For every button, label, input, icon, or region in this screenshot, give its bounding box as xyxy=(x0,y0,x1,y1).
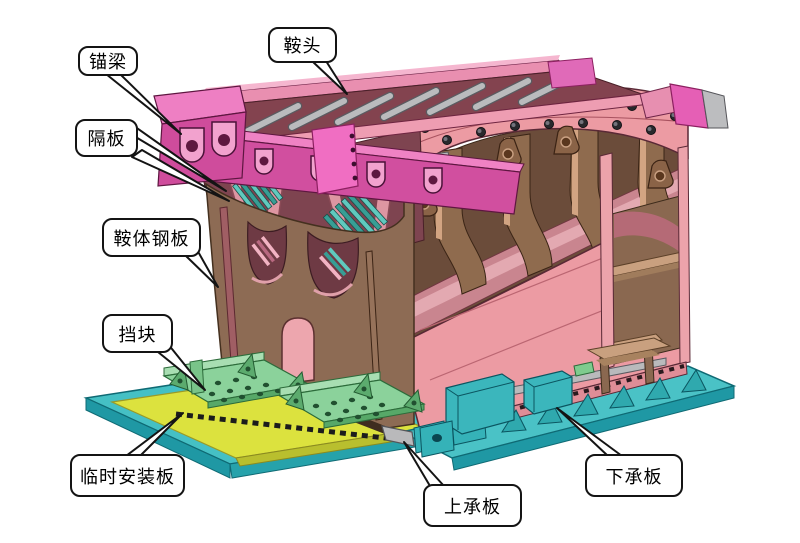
stop-block-plate-2 xyxy=(278,371,426,429)
bearing-plate-gussets xyxy=(501,368,707,433)
pink-side-panel xyxy=(311,123,359,195)
base-details xyxy=(162,337,707,458)
callout-anchor-beam-text: 锚梁 xyxy=(89,52,127,73)
saddle-head-end xyxy=(547,57,729,129)
callout-saddle-head: 鞍头 xyxy=(268,27,337,63)
jack-blocks xyxy=(419,370,573,458)
callout-upper-bearing-plate-text: 上承板 xyxy=(444,496,501,518)
callout-saddle-head-text: 鞍头 xyxy=(283,36,322,57)
anchor-rods xyxy=(241,71,579,137)
callout-temp-install-plate-text: 临时安装板 xyxy=(80,466,175,488)
callout-saddle-body-plate: 鞍体钢板 xyxy=(102,218,201,257)
anchor-beam-end-block xyxy=(153,85,247,187)
anchor-beam-assembly xyxy=(153,55,729,215)
upper-bearing-plate xyxy=(381,425,415,447)
callout-upper-bearing-plate: 上承板 xyxy=(423,484,522,527)
leader-diaphragm-2 xyxy=(131,149,230,202)
callout-diaphragm-text: 隔板 xyxy=(87,129,126,150)
callout-anchor-beam: 锚梁 xyxy=(78,46,138,76)
callout-stop-block-text: 挡块 xyxy=(118,324,157,346)
callout-diaphragm: 隔板 xyxy=(75,119,138,157)
callout-lower-bearing-plate-text: 下承板 xyxy=(605,466,663,488)
callout-saddle-body-plate-text: 鞍体钢板 xyxy=(113,228,190,250)
callout-temp-install-plate: 临时安装板 xyxy=(70,454,185,497)
support-stool xyxy=(586,337,672,395)
callout-stop-block: 挡块 xyxy=(102,314,173,353)
callout-lower-bearing-plate: 下承板 xyxy=(585,454,683,497)
